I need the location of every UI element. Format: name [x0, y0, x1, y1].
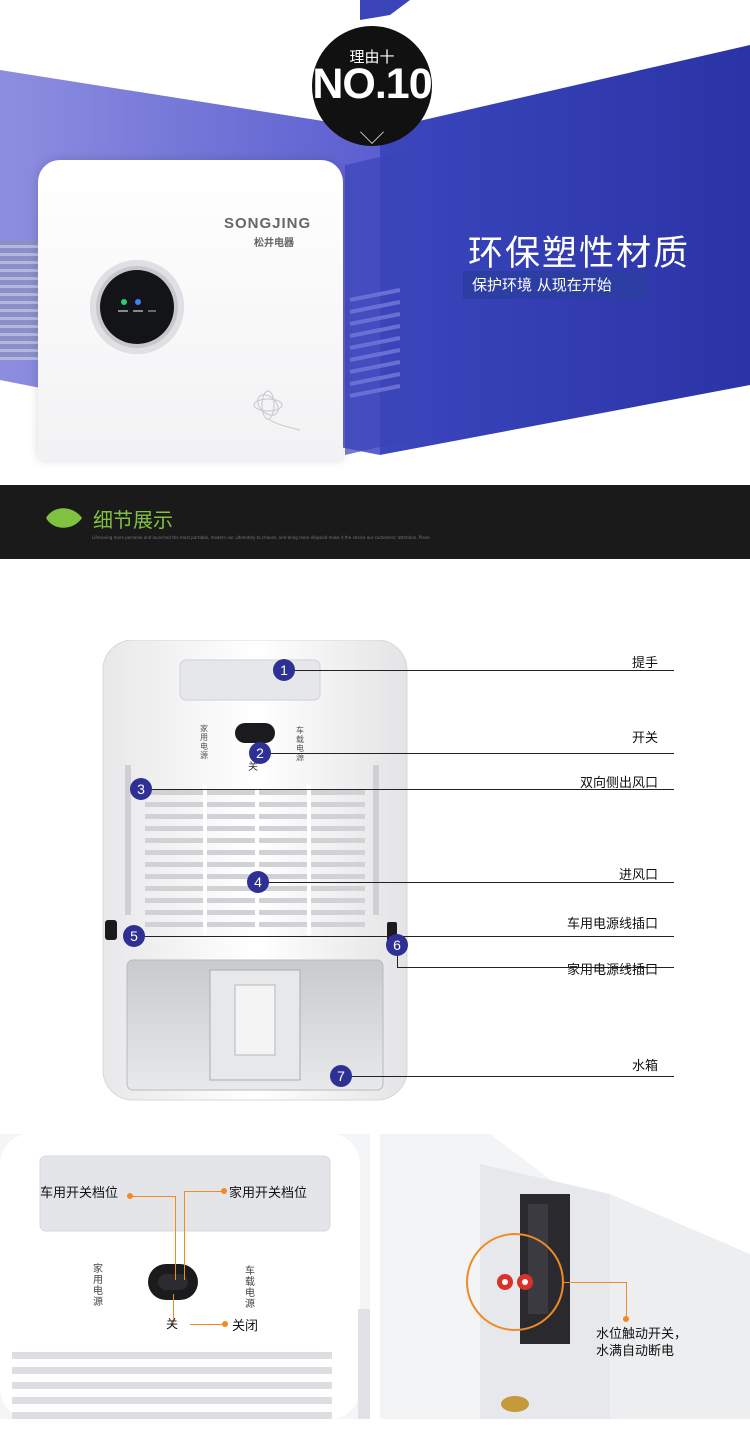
float-switch-image — [380, 1134, 750, 1419]
anno-line-car-vertical — [175, 1196, 176, 1280]
anno-line-home — [184, 1191, 224, 1192]
switch-home-label: 家用电源 — [200, 724, 208, 760]
anno-off-label: 关闭 — [232, 1319, 259, 1334]
callout-number-4: 4 — [247, 871, 269, 893]
panel-indicators-icon — [118, 299, 156, 312]
product-device: SONGJING 松井电器 — [38, 160, 343, 460]
switch-car-label: 车载电源 — [296, 726, 304, 762]
callout-line-6-vertical — [397, 945, 398, 967]
anno-line-float — [564, 1282, 626, 1283]
switch-off-label: 关 — [248, 762, 258, 773]
section-header-bar: 细节展示 Lifesaving more personal and launch… — [0, 485, 750, 559]
callout-number-7: 7 — [330, 1065, 352, 1087]
chevron-down-icon — [360, 120, 384, 144]
float-switch-photo: 水位触动开关， 水满自动断电 — [380, 1134, 750, 1419]
dehumidifier-front-image — [102, 640, 408, 1101]
callout-line-6 — [397, 967, 674, 968]
anno-float-line1: 水位触动开关， — [596, 1327, 688, 1342]
anno-off-symbol: 关 — [166, 1317, 179, 1331]
callout-line-4 — [268, 882, 674, 883]
switch-closeup-photo: 家用电源 车载电源 车用开关档位 家用开关档位 关 关闭 — [0, 1134, 370, 1419]
callout-number-1: 1 — [273, 659, 295, 681]
badge-number: NO.10 — [312, 60, 432, 108]
product-detail-diagram: 家用电源 车载电源 关 提手 开关 双向侧出风口 进风口 车用电源线插口 家用电… — [0, 630, 750, 1110]
hero-title: 环保塑性材质 — [468, 234, 691, 274]
badge-reason-text: 理由十 — [349, 48, 395, 66]
callout-line-2 — [268, 753, 674, 754]
section-fine-print: Lifesaving more personal and launched th… — [92, 535, 430, 540]
hero-subtitle: 保护环境 从现在开始 — [463, 271, 648, 299]
device-side-vents — [0, 240, 38, 360]
callout-label-1: 提手 — [631, 656, 658, 671]
switch-closeup-image — [0, 1134, 370, 1419]
callout-label-5: 车用电源线插口 — [566, 917, 658, 932]
anno-dot-off — [222, 1321, 228, 1327]
anno-dot-home — [221, 1188, 227, 1194]
anno-line-car — [130, 1196, 176, 1197]
callout-line-7 — [350, 1076, 674, 1077]
callout-label-3: 双向侧出风口 — [579, 776, 658, 791]
brand-cn-text: 松井电器 — [254, 238, 294, 249]
anno-dot-car — [127, 1193, 133, 1199]
callout-number-5: 5 — [123, 925, 145, 947]
anno-line-home-vertical — [184, 1191, 185, 1280]
anno-dot-float — [623, 1316, 629, 1322]
callout-label-2: 开关 — [631, 731, 658, 746]
control-panel — [90, 260, 184, 354]
leaf-icon — [46, 508, 82, 528]
control-panel-screen — [100, 270, 174, 344]
brand-logo: SONGJING — [224, 215, 312, 232]
flower-decoration-icon — [253, 390, 301, 431]
anno-car-gear: 车用开关档位 — [40, 1186, 119, 1201]
anno-line-float-vertical — [626, 1282, 627, 1318]
callout-number-3: 3 — [130, 778, 152, 800]
callout-label-6: 家用电源线插口 — [566, 963, 658, 978]
hero-banner: SONGJING 松井电器 理由十 NO.10 — [0, 0, 750, 470]
anno-line-off-vertical — [173, 1294, 174, 1324]
anno-home-gear: 家用开关档位 — [229, 1186, 308, 1201]
photo-car-side-label: 车载电源 — [245, 1266, 255, 1310]
callout-number-2: 2 — [249, 742, 271, 764]
anno-float-line2: 水满自动断电 — [596, 1344, 675, 1359]
photo-home-side-label: 家用电源 — [93, 1264, 103, 1308]
callout-label-4: 进风口 — [618, 868, 658, 883]
callout-label-7: 水箱 — [631, 1059, 658, 1074]
callout-number-6: 6 — [386, 934, 408, 956]
reason-badge: 理由十 NO.10 — [312, 26, 433, 146]
callout-line-5 — [145, 936, 674, 937]
callout-line-1 — [294, 670, 674, 671]
anno-line-off — [190, 1324, 225, 1325]
section-title: 细节展示 — [93, 508, 173, 532]
callout-line-3 — [150, 789, 674, 790]
